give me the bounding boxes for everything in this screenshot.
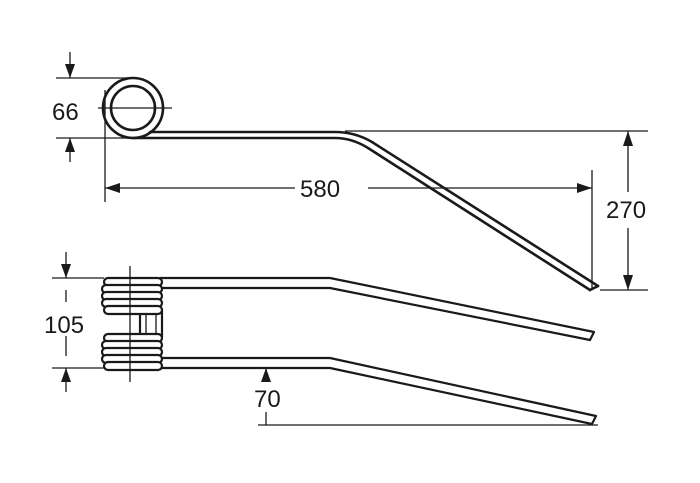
tine-arm-lower-edge (131, 136, 592, 292)
dimension-coil-diameter: 66 (52, 52, 138, 162)
upper-tine (158, 276, 596, 342)
top-view (100, 266, 598, 426)
lower-tine (158, 356, 598, 426)
coil-width-label: 105 (44, 312, 84, 339)
tine-tip (588, 284, 600, 292)
dimension-drop-height: 270 (345, 130, 648, 291)
dimension-length: 580 (105, 170, 593, 290)
lower-coil (100, 332, 164, 372)
tine-arm-upper-edge (148, 130, 600, 288)
upper-coil (100, 276, 164, 316)
side-view (98, 76, 600, 292)
drop-height-label: 270 (606, 197, 646, 224)
length-label: 580 (300, 176, 340, 203)
coil-diameter-label: 66 (52, 99, 79, 126)
dimension-coil-width: 105 (44, 252, 104, 392)
tine-offset-label: 70 (254, 386, 281, 413)
dimension-tine-offset: 70 (254, 368, 598, 426)
